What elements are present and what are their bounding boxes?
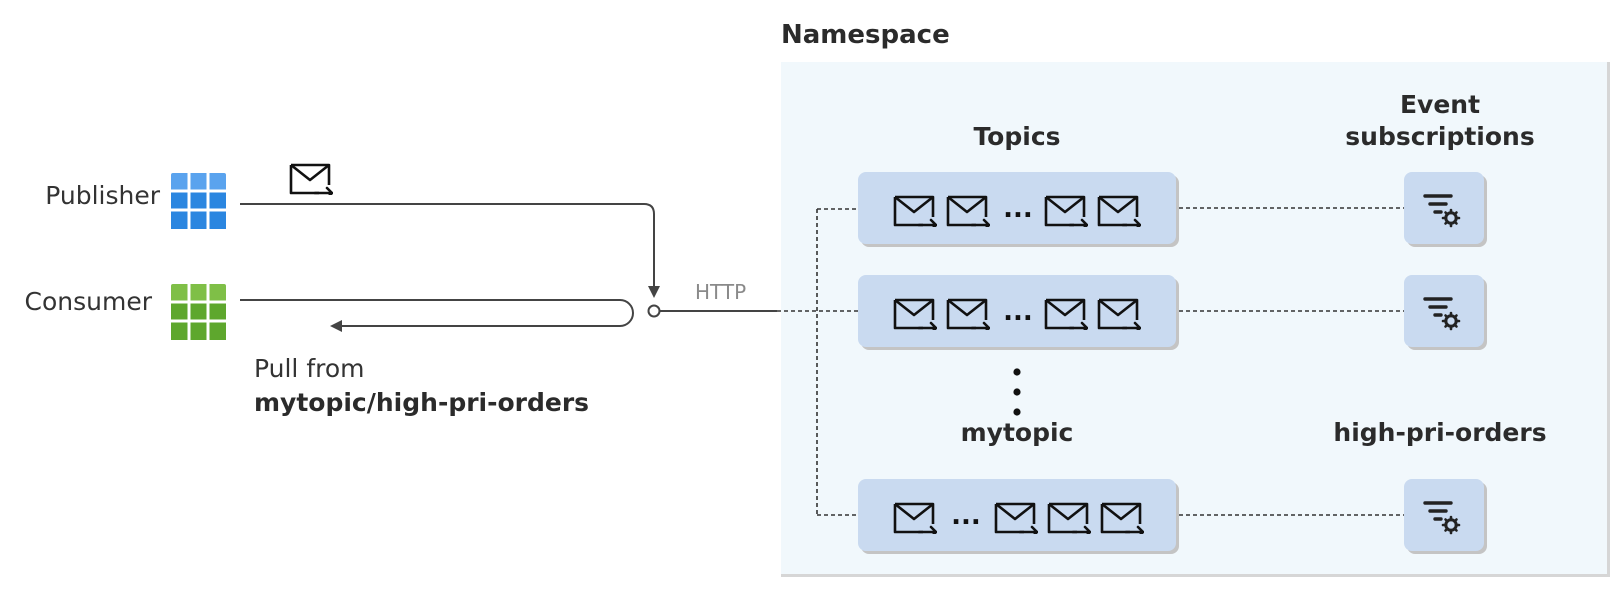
namespace-title: Namespace [781,20,950,50]
consumer-label: Consumer [24,287,152,316]
message-icon [946,195,990,227]
subscription-box-high-pri-orders[interactable] [1404,479,1484,551]
message-icon [946,298,990,330]
pull-target: mytopic/high-pri-orders [254,388,590,417]
subscription-box-1[interactable] [1404,172,1484,244]
message-icon [994,502,1038,534]
topic-1-ellipsis: ... [1003,194,1033,224]
topic-dashed-links [777,208,858,516]
message-icon [893,502,937,534]
message-icon [1100,502,1144,534]
topics-header: Topics [973,122,1061,151]
publisher-label: Publisher [45,181,160,210]
event-subscriptions-header-line1: Event [1399,90,1481,119]
message-icon [1047,502,1091,534]
filter-gear-icon [1423,501,1461,535]
filter-gear-icon [1423,297,1461,331]
subscription-dashed-links [1179,207,1404,516]
endpoint-circle [647,304,661,318]
publisher-flow-line [240,203,660,298]
message-icon [893,195,937,227]
pull-text: Pull from mytopic/high-pri-orders [254,352,589,420]
mytopic-label: mytopic [960,418,1074,447]
message-envelope-icon [289,163,333,195]
message-icon [893,298,937,330]
high-pri-orders-label: high-pri-orders [1333,418,1547,447]
consumer-flow-line [240,299,634,332]
filter-gear-icon [1423,194,1461,228]
http-label: HTTP [695,280,747,304]
message-icon [1097,298,1141,330]
publisher-app-icon [171,173,226,229]
message-icon [1044,298,1088,330]
vertical-ellipsis [1013,368,1021,416]
event-subscriptions-header-line2: subscriptions [1345,122,1535,151]
pull-prefix: Pull from [254,354,365,383]
mytopic-messages [893,502,1144,534]
topic-2-ellipsis: ... [1003,297,1033,327]
consumer-app-icon [171,284,226,340]
subscription-box-2[interactable] [1404,275,1484,347]
message-icon [1097,195,1141,227]
message-icon [1044,195,1088,227]
mytopic-ellipsis: ... [951,501,981,531]
